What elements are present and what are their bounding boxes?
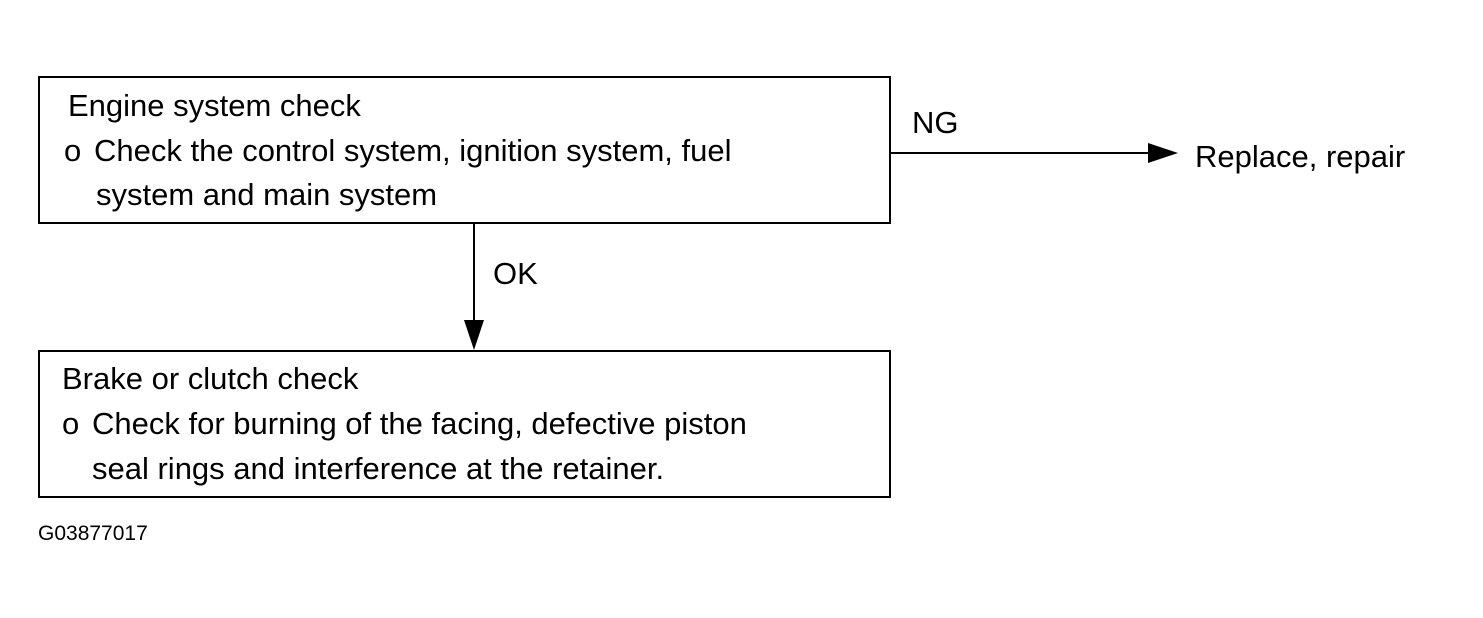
engine-system-check-title: Engine system check — [68, 88, 361, 123]
ok-label: OK — [493, 256, 538, 291]
engine-check-text-line2: system and main system — [96, 177, 438, 212]
ok-arrow — [464, 224, 484, 350]
brake-clutch-check-box: Brake or clutch check o Check for burning… — [38, 350, 891, 498]
brake-clutch-check-title: Brake or clutch check — [62, 361, 359, 396]
brake-check-text-line2: seal rings and interference at the retai… — [92, 451, 665, 486]
brake-clutch-check-line1: o Check for burning of the facing, defect… — [62, 402, 747, 446]
engine-check-text-line1: Check the control system, ignition syste… — [94, 133, 732, 168]
ng-label: NG — [912, 105, 959, 140]
replace-repair-label: Replace, repair — [1195, 139, 1406, 174]
engine-system-check-box: Engine system check o Check the control s… — [38, 76, 891, 224]
ng-arrow — [890, 143, 1178, 163]
figure-id: G03877017 — [38, 522, 148, 545]
bullet-mark: o — [64, 133, 82, 168]
brake-check-text-line1: Check for burning of the facing, defecti… — [92, 406, 747, 441]
bullet-mark: o — [62, 406, 80, 441]
engine-system-check-line1: o Check the control system, ignition syst… — [64, 129, 731, 173]
